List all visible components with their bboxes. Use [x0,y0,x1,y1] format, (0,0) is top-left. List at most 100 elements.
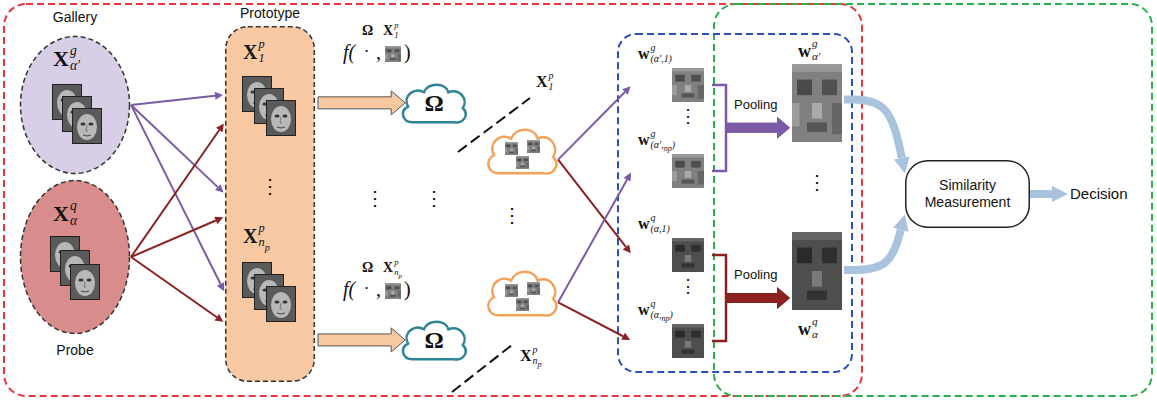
math-symbol: (α',1) [651,54,672,64]
output-label: Decision [1070,185,1138,203]
function-label: • [365,47,368,56]
math-symbol: 1 [258,52,264,64]
function-label: p [394,258,398,267]
region-frame [4,4,862,396]
pooled-map: wqα [790,232,844,344]
prototype-item: Xp 1 [225,34,315,169]
function-label: n [394,268,398,277]
omega-cloud-shape [403,322,466,360]
omega-cloud: Ω [398,78,470,128]
weight-image [672,68,704,102]
math-symbol: q [70,199,77,213]
math-symbol: p [666,315,670,323]
math-symbol: n [662,315,666,323]
math-symbol: X [520,348,532,364]
weight-map: wq(α,np) [632,298,712,362]
set-heading: Prototype [240,6,300,20]
flow-connector [712,255,790,309]
probe-set-shape [21,181,130,334]
arrow-line [131,257,217,317]
function-label: , [376,279,381,299]
patch-image [385,283,401,299]
similarity-box: Similarity Measurement [905,160,1030,228]
region-frame [714,4,1152,396]
flow-connector [844,100,902,158]
arrow-line [131,96,215,105]
math-symbol: α' [70,59,80,73]
block-arrow [725,287,790,309]
arrow-line [558,160,626,247]
feature-cloud: Xp1 [478,70,568,182]
math-symbol: α [70,214,77,228]
math-symbol: X [243,226,257,246]
math-symbol: n [258,236,264,248]
math-symbol: p [533,345,538,355]
function-label: p [398,273,402,280]
math-symbol: Ω [424,328,443,352]
function-label: X [383,261,393,275]
math-symbol: α' [812,51,820,62]
flow-connector [558,92,625,160]
math-symbol: g [651,43,656,53]
math-symbol: g [651,129,656,139]
flow-connector [1030,194,1052,195]
prototype-set: Prototype⋮Xp1Xpnp [220,6,320,382]
flow-connector [318,328,405,352]
prototype-set-shape [226,27,315,382]
feature-cloud-shape [488,130,556,174]
face-photo [266,286,296,322]
weight-map: wg(α',np) [632,128,712,192]
bracket-line [712,298,726,341]
probe-set: XqαProbe [15,175,135,380]
ellipsis-mark: ⋮ [260,176,280,196]
flow-connector [712,117,790,171]
pooled-image [792,64,842,142]
gallery-set: GalleryXgα' [15,8,135,178]
region-frame [618,34,852,372]
arrow-line [131,105,218,187]
flow-connector [131,257,217,317]
pooled-map: wg α' [790,38,844,146]
math-symbol: p [258,38,264,50]
math-symbol: q [812,316,818,327]
flow-connector [318,91,405,115]
function-label: ) [404,42,411,62]
math-symbol: w [638,302,650,318]
math-symbol: q [651,213,656,223]
math-symbol: 1 [549,82,554,92]
block-arrow [725,117,790,139]
face-photo [70,264,100,300]
patch-image [505,142,518,155]
feature-cloud-shape [488,272,556,316]
function-label: p [394,21,398,30]
ellipsis-mark: ⋮ [807,172,827,192]
math-symbol: X [536,74,548,90]
math-symbol: w [798,42,811,60]
patch-image [527,282,540,295]
process-label: Similarity Measurement [917,177,1018,211]
block-arrow [725,117,790,139]
math-symbol: q [651,299,656,309]
math-symbol: g [812,38,818,49]
patch-image [516,298,529,311]
math-symbol: Ω [424,91,443,115]
function-label: ) [404,279,411,299]
gallery-set-shape [21,37,130,174]
math-symbol: w [638,46,650,62]
arrow-line [131,105,220,284]
flow-connector [558,160,626,247]
math-symbol: p [258,222,264,234]
arrow-line [558,92,625,160]
weight-image [672,154,704,188]
flow-connector [558,180,627,303]
ellipsis-mark: ⋮ [679,107,697,125]
face-photo [266,100,296,136]
patch-image [527,140,540,153]
weight-image [672,238,704,272]
math-symbol: X [243,42,257,62]
block-arrow [318,91,405,115]
math-symbol: α [812,329,818,340]
math-symbol: w [798,320,811,338]
flow-connector [558,302,623,336]
feature-cloud-outline [483,264,561,322]
